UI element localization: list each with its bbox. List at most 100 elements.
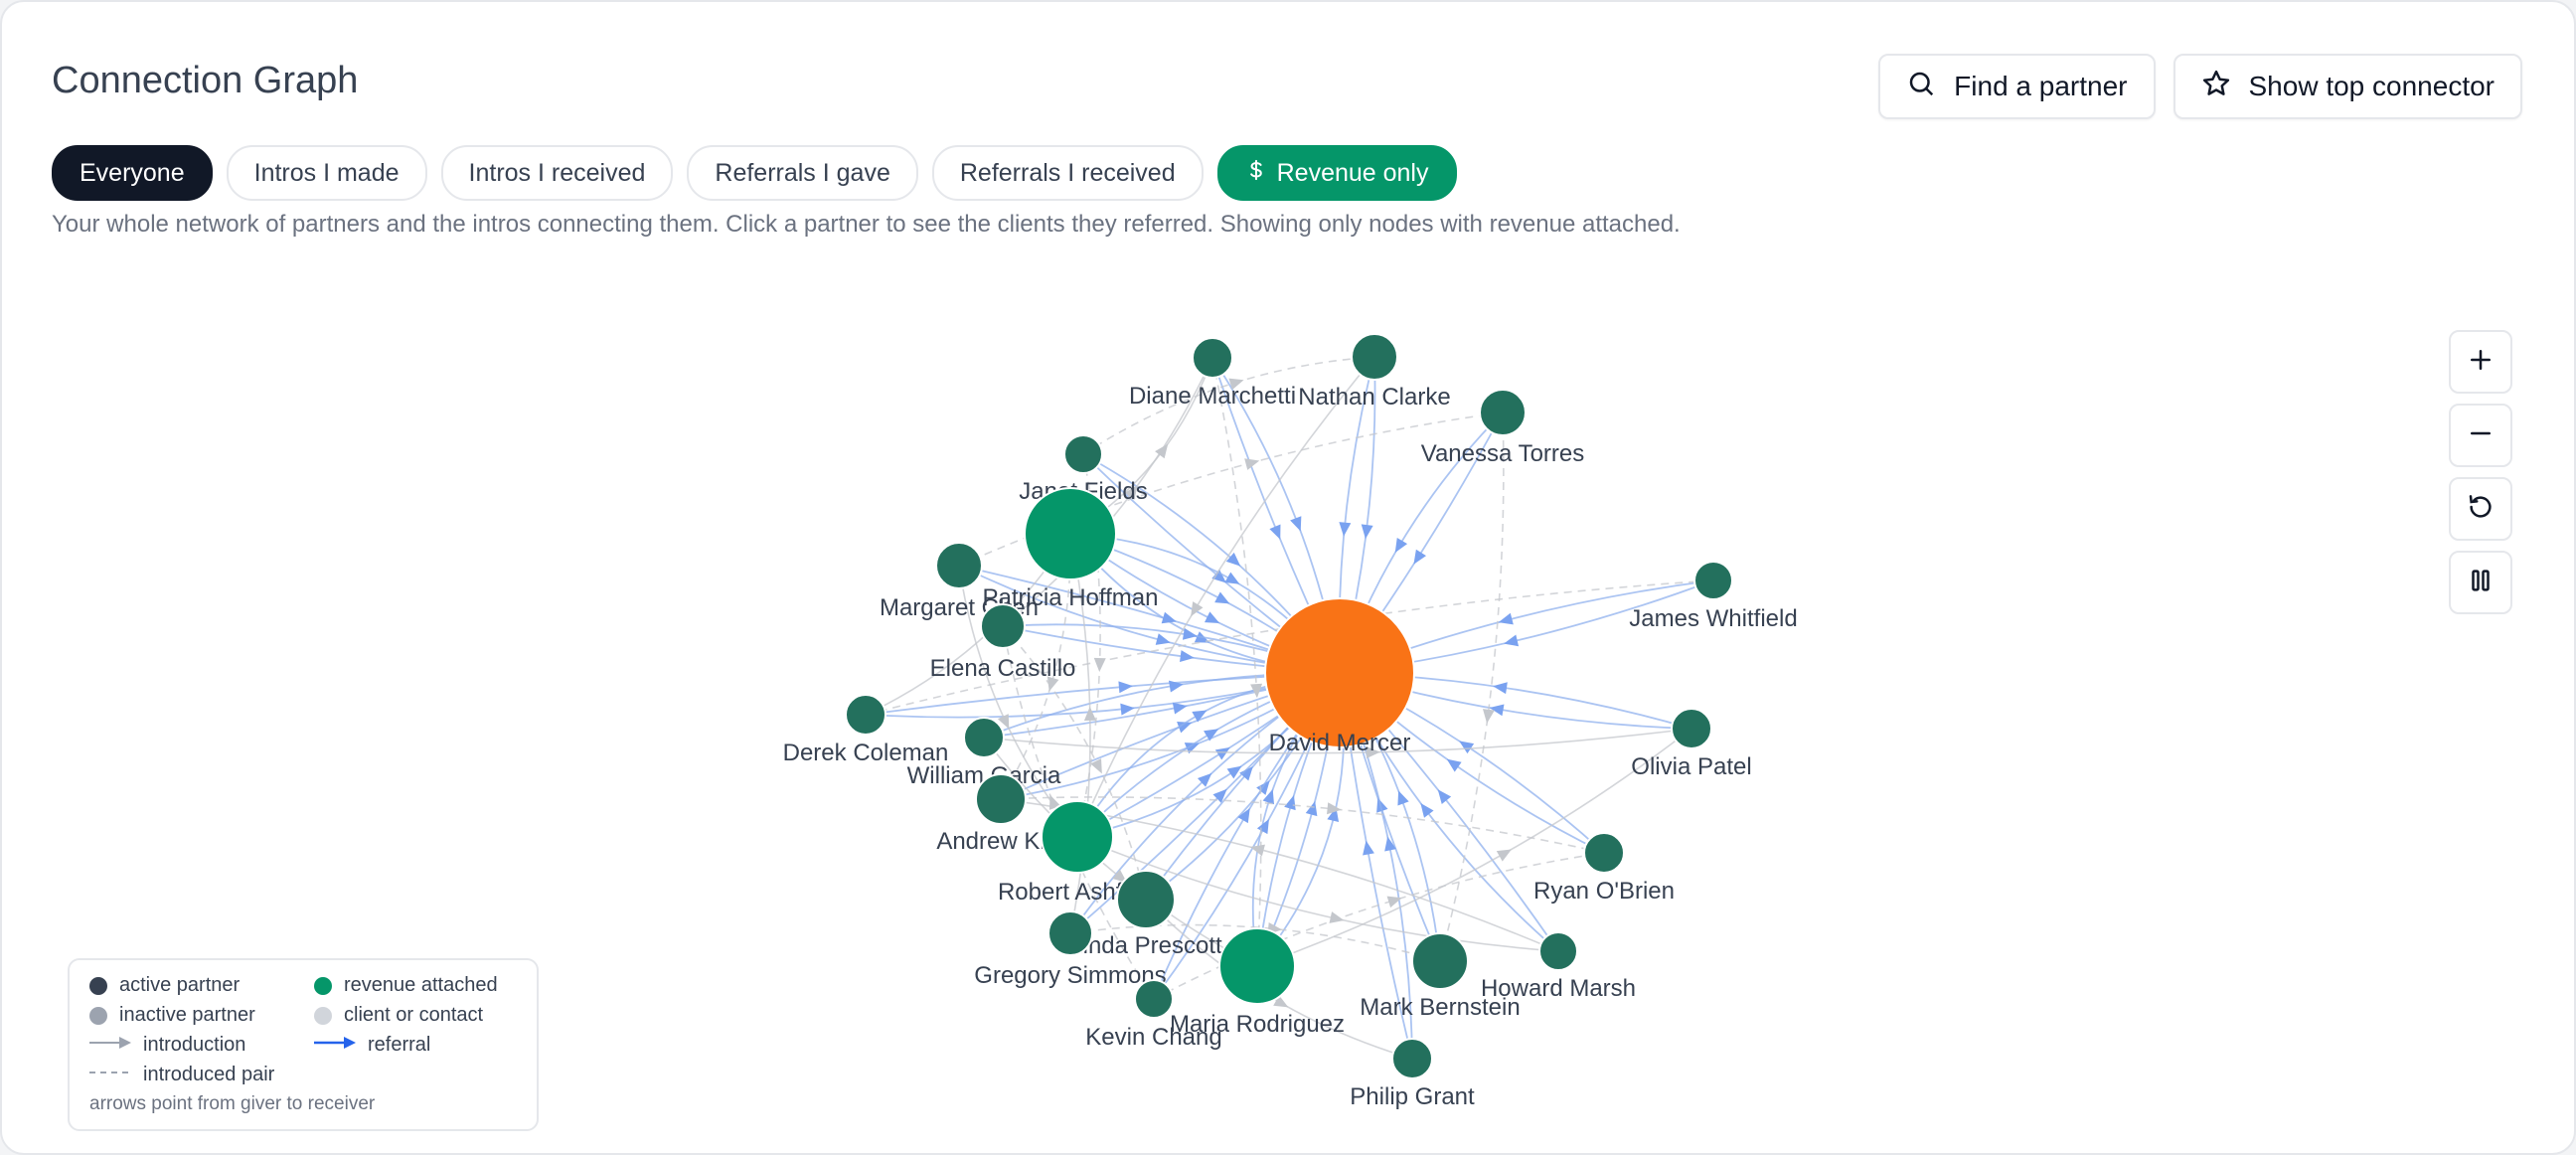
node-circle[interactable] — [1047, 910, 1093, 956]
partner-node[interactable]: Gregory Simmons — [974, 910, 1167, 989]
introduction-edge — [1076, 356, 1375, 838]
node-circle[interactable] — [1411, 932, 1469, 990]
node-circle[interactable] — [1116, 870, 1176, 929]
find-partner-button[interactable]: Find a partner — [1878, 54, 2156, 119]
introduced-pair-edge — [1000, 533, 1071, 800]
partner-node[interactable]: Howard Marsh — [1481, 931, 1636, 1002]
zoom-in-button[interactable] — [2449, 330, 2512, 394]
node-circle[interactable] — [935, 542, 983, 589]
partner-node[interactable]: Ryan O'Brien — [1533, 832, 1675, 905]
referral-edge-arrow — [1446, 758, 1462, 772]
referral-edge-arrow — [1204, 611, 1220, 624]
partner-node[interactable]: Andrew Kim — [936, 773, 1065, 855]
partner-node[interactable]: Patricia Hoffman — [983, 487, 1159, 611]
introduction-edge-arrow — [1124, 485, 1138, 500]
pause-icon — [2466, 566, 2496, 600]
referral-edge-arrow — [1262, 789, 1274, 805]
partner-node[interactable]: Vanessa Torres — [1421, 389, 1585, 467]
node-circle[interactable] — [1063, 434, 1103, 474]
partner-node[interactable]: Mark Bernstein — [1360, 932, 1521, 1021]
node-circle[interactable] — [845, 694, 886, 736]
filter-referrals-received[interactable]: Referrals I received — [931, 145, 1204, 201]
node-circle[interactable] — [975, 773, 1027, 825]
node-circle[interactable] — [1538, 931, 1578, 971]
filter-revenue-only[interactable]: Revenue only — [1216, 145, 1457, 201]
partner-node[interactable]: Maria Rodriguez — [1170, 927, 1345, 1038]
partner-node[interactable]: Elena Castillo — [930, 603, 1076, 682]
partner-node[interactable]: Kevin Chang — [1085, 979, 1222, 1051]
dashed-line-icon — [89, 1064, 131, 1086]
introduction-edge — [1076, 836, 1559, 952]
center-node[interactable]: David Mercer — [1264, 597, 1415, 756]
filter-intros-received[interactable]: Intros I received — [440, 145, 674, 201]
zoom-in-icon — [2466, 345, 2496, 380]
node-circle[interactable] — [980, 603, 1026, 649]
introduced-pair-edge — [1153, 852, 1605, 1000]
reset-icon — [2466, 492, 2496, 527]
header-actions: Find a partner Show top connector — [1878, 54, 2522, 119]
partner-node[interactable]: Nathan Clarke — [1298, 333, 1451, 411]
legend-referral: referral — [314, 1034, 430, 1057]
gray-arrow-icon — [89, 1034, 131, 1057]
legend-label: introduced pair — [143, 1064, 275, 1085]
node-circle[interactable] — [1041, 800, 1114, 874]
introduction-edge — [1069, 533, 1091, 934]
legend-label: client or contact — [344, 1004, 484, 1026]
partner-node[interactable]: Linda Prescott — [1069, 870, 1222, 959]
introduced-pair-edge-arrow — [1244, 458, 1260, 470]
pause-layout-button[interactable] — [2449, 551, 2512, 614]
partner-node[interactable]: Olivia Patel — [1631, 708, 1752, 780]
node-circle[interactable] — [1264, 597, 1415, 748]
referral-edge-arrow — [1155, 633, 1171, 645]
filter-everyone[interactable]: Everyone — [52, 145, 213, 201]
node-label: Ryan O'Brien — [1533, 878, 1675, 905]
node-circle[interactable] — [1134, 979, 1174, 1019]
node-circle[interactable] — [963, 717, 1005, 758]
node-circle[interactable] — [1583, 832, 1625, 874]
referral-edge-arrow — [1197, 772, 1212, 787]
legend-introduction: introduction — [89, 1034, 245, 1057]
introduced-pair-edge — [1082, 356, 1375, 455]
node-circle[interactable] — [1024, 487, 1117, 580]
show-top-connector-button[interactable]: Show top connector — [2173, 54, 2522, 119]
legend-label: active partner — [119, 974, 241, 996]
find-partner-label: Find a partner — [1954, 71, 2128, 101]
partner-node[interactable]: James Whitfield — [1629, 561, 1798, 632]
light-dot-icon — [314, 1006, 332, 1025]
filter-chips: Everyone Intros I made Intros I received… — [52, 145, 1457, 201]
filter-label: Everyone — [80, 158, 185, 187]
legend-label: referral — [368, 1034, 431, 1056]
node-circle[interactable] — [1192, 337, 1233, 379]
node-label: Kevin Chang — [1085, 1024, 1221, 1051]
partner-node[interactable]: Philip Grant — [1350, 1038, 1475, 1110]
node-circle[interactable] — [1671, 708, 1712, 749]
zoom-out-button[interactable] — [2449, 404, 2512, 467]
referral-edge-arrow — [1194, 631, 1210, 643]
node-circle[interactable] — [1693, 561, 1733, 600]
node-circle[interactable] — [1391, 1038, 1433, 1079]
dark-dot-icon — [89, 976, 107, 995]
zoom-out-icon — [2466, 418, 2496, 453]
star-icon — [2201, 69, 2231, 105]
referral-edge-arrow — [1437, 789, 1452, 805]
introduced-pair-edge — [958, 412, 1504, 567]
introduced-pair-edge-arrow — [1228, 378, 1244, 391]
partner-node[interactable]: Derek Coleman — [783, 694, 949, 766]
reset-view-button[interactable] — [2449, 477, 2512, 541]
blue-arrow-icon — [314, 1034, 356, 1057]
node-circle[interactable] — [1351, 333, 1398, 381]
node-circle[interactable] — [1218, 927, 1296, 1005]
green-dot-icon — [314, 976, 332, 995]
node-circle[interactable] — [1479, 389, 1527, 436]
filter-referrals-gave[interactable]: Referrals I gave — [687, 145, 918, 201]
referral-edge-arrow — [1459, 741, 1475, 754]
referral-edge-arrow — [1177, 722, 1193, 734]
introduction-edge-arrow — [1083, 706, 1096, 722]
referral-edge-arrow — [1118, 681, 1133, 694]
introduced-pair-edge-arrow — [1046, 676, 1059, 692]
filter-intros-made[interactable]: Intros I made — [226, 145, 427, 201]
partner-node[interactable]: Diane Marchetti — [1129, 337, 1296, 410]
referral-edge-arrow — [1214, 746, 1230, 760]
partner-node[interactable]: Margaret Chen — [880, 542, 1039, 621]
